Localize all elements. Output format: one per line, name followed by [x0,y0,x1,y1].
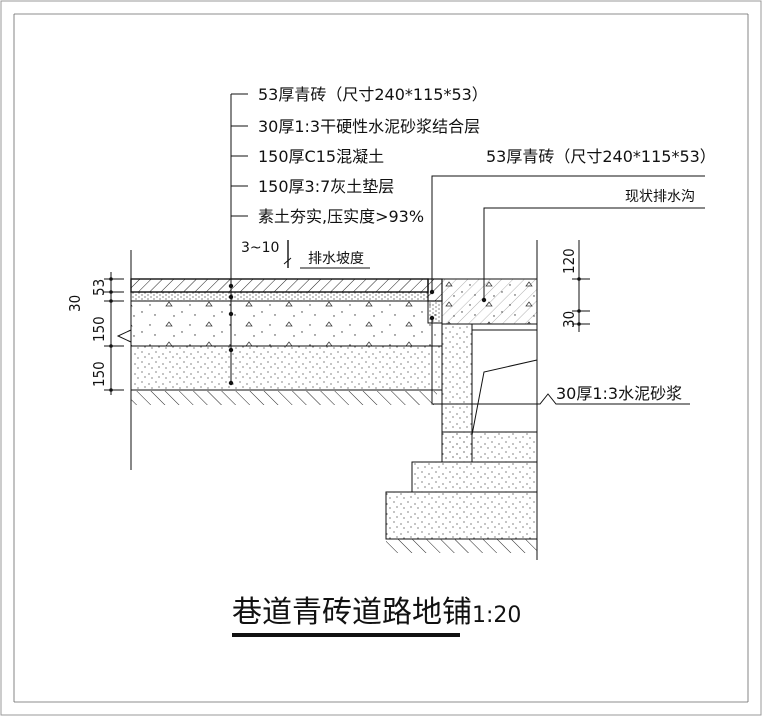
compacted-earth [131,391,437,405]
drawing-title: 巷道青砖道路地铺 [232,595,472,630]
mortar-layer [130,291,429,302]
slope-label: 排水坡度 [308,251,364,267]
dim-mortar-right-30: 30 [560,311,578,328]
ditch-interior-slope [471,359,538,436]
dim-cover-120: 120 [560,248,578,274]
foundation-earth [386,539,537,553]
ditch-cover-hatch [442,279,537,324]
drawing-scale: 1:20 [472,603,521,628]
callout-ditch: 现状排水沟 [625,189,695,205]
callout-right-brick: 53厚青砖（尺寸240*115*53） [486,147,716,166]
callout-mortar-right: 30厚1:3水泥砂浆 [556,384,682,403]
slope-range: 3~10 [241,240,279,256]
callout-brick: 53厚青砖（尺寸240*115*53） [258,85,488,104]
dim-concrete-150: 150 [90,316,108,342]
callout-mortar: 30厚1:3干硬性水泥砂浆结合层 [258,117,480,136]
callout-earth: 素土夯实,压实度>93% [258,207,424,226]
callout-lime-soil: 150厚3:7灰土垫层 [258,177,394,196]
lime-soil-layer [130,345,443,391]
foundation-step-1 [441,431,538,463]
right-top-callout-leader [431,175,705,292]
dim-lime-150: 150 [90,361,108,387]
dim-mortar-30: 30 [66,295,84,312]
edge-mortar [427,300,443,324]
mortar-callout-leader [431,318,690,405]
dim-brick-53: 53 [90,279,108,296]
foundation-step-2 [411,461,538,493]
brick-layer [130,278,429,293]
break-line [116,250,132,470]
concrete-layer [130,300,443,347]
callout-concrete: 150厚C15混凝土 [258,147,384,166]
foundation-step-3 [385,491,538,540]
ditch-callout-leader [483,207,705,300]
edge-brick [427,278,443,302]
